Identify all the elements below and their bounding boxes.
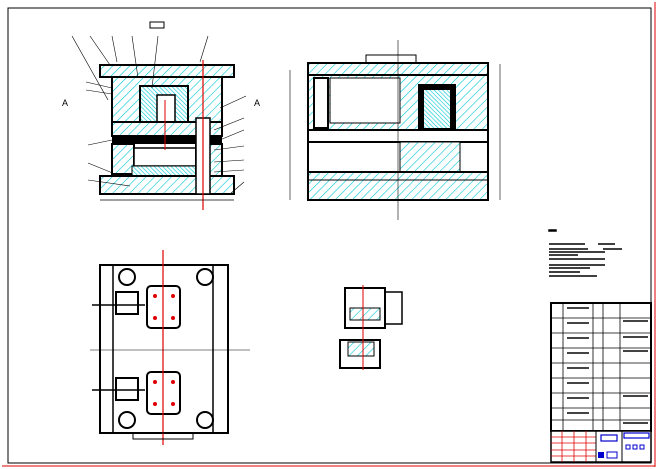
section-mark-right: A (254, 98, 260, 108)
bill-of-materials-table (550, 302, 652, 463)
side-section-view (289, 40, 501, 220)
sheet-border (7, 7, 652, 464)
plan-view (90, 250, 250, 445)
detail-view (339, 285, 403, 370)
section-mark-left: A (62, 98, 68, 108)
front-section-view: A A (62, 21, 260, 210)
technical-notes (548, 229, 622, 277)
